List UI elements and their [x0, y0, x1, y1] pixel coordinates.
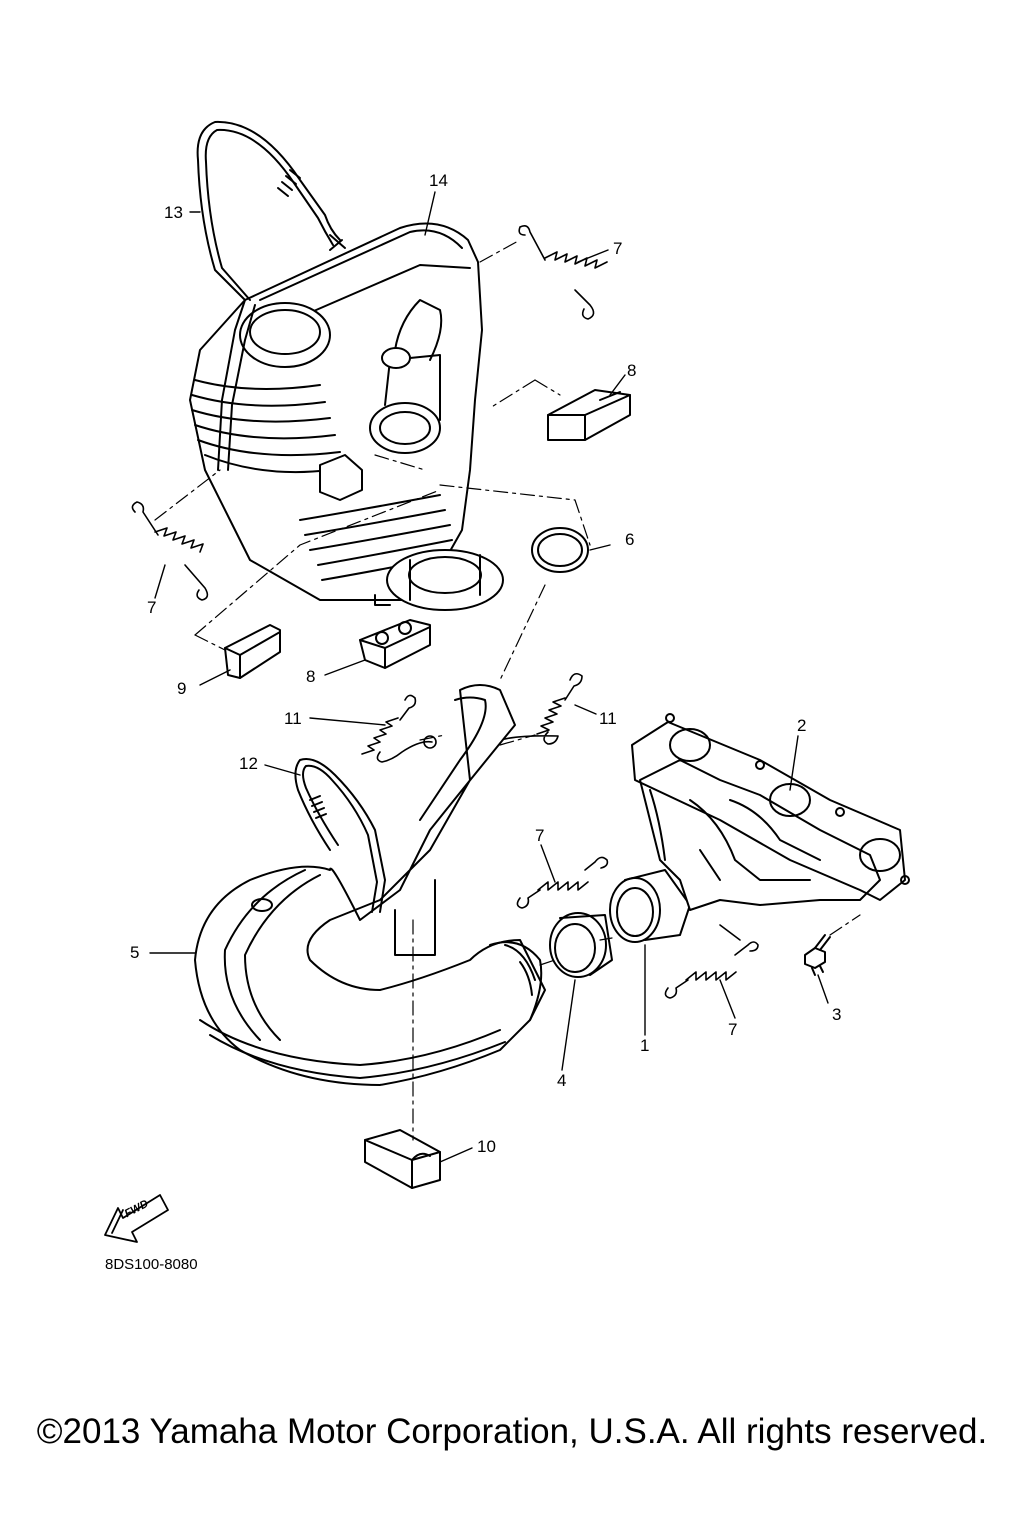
mount-10	[364, 1129, 441, 1189]
spring-7-top	[518, 225, 608, 320]
mount-8-top	[547, 389, 631, 441]
gasket-6	[531, 527, 589, 573]
spring-11-right	[499, 672, 583, 745]
leader-lines	[149, 191, 829, 1163]
callout-11-right: 11	[598, 709, 618, 728]
callout-6: 6	[624, 530, 636, 549]
exhaust-pipe-5	[194, 684, 546, 1086]
callout-4: 4	[556, 1071, 568, 1090]
callout-13: 13	[163, 203, 184, 222]
ring-4	[549, 912, 613, 978]
assembly-lines	[154, 239, 861, 1141]
mount-8-bottom	[359, 619, 431, 669]
strap-13	[196, 120, 346, 471]
callout-3: 3	[831, 1005, 843, 1024]
callout-1: 1	[639, 1036, 651, 1055]
callout-5: 5	[129, 943, 141, 962]
callout-7-left: 7	[146, 598, 158, 617]
callout-11-left: 11	[283, 709, 303, 728]
callout-7-middle: 7	[534, 826, 546, 845]
exhaust-manifold	[639, 759, 881, 911]
spring-7-left	[131, 501, 209, 601]
fwd-arrow-icon	[104, 1194, 169, 1243]
copyright-notice: ©2013 Yamaha Motor Corporation, U.S.A. A…	[36, 1412, 988, 1451]
bolt-3	[804, 934, 831, 976]
gasket-2	[631, 713, 910, 901]
strap-12	[294, 758, 386, 913]
callout-7-top: 7	[612, 239, 624, 258]
joint-1	[609, 869, 691, 943]
callout-14: 14	[428, 171, 449, 190]
spring-7-lower	[664, 924, 759, 999]
callout-8-top: 8	[626, 361, 638, 380]
mount-9	[224, 624, 281, 679]
callout-7-lower: 7	[727, 1020, 739, 1039]
callout-2: 2	[796, 716, 808, 735]
drawing-code: 8DS100-8080	[105, 1256, 198, 1273]
muffler-body	[189, 222, 504, 611]
spring-11-left	[361, 694, 437, 763]
callout-8-bottom: 8	[305, 667, 317, 686]
callout-12: 12	[238, 754, 259, 773]
callout-10: 10	[476, 1137, 497, 1156]
callout-9: 9	[176, 679, 188, 698]
spring-7-middle	[516, 856, 609, 909]
